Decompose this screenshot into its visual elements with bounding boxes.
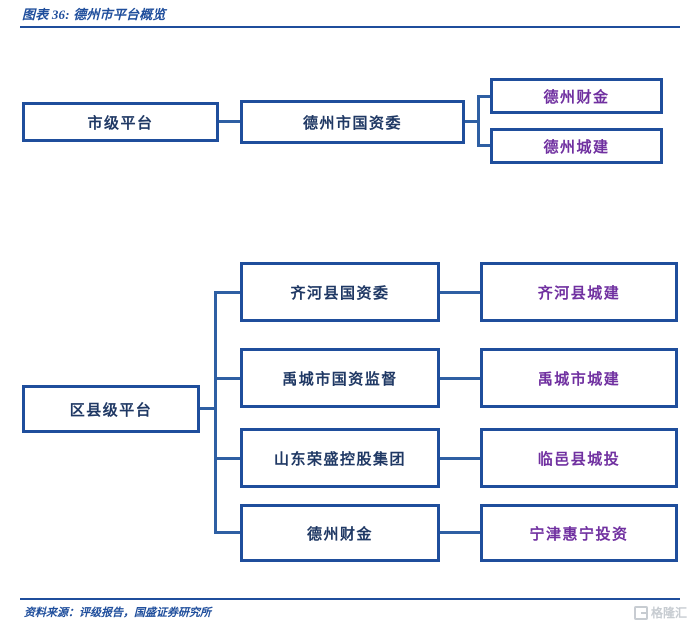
connector-county-link-4	[440, 531, 480, 534]
connector-county-root-stub	[200, 407, 215, 410]
page-title: 图表 36: 德州市平台概览	[22, 7, 166, 22]
node-county-child-4[interactable]: 宁津惠宁投资	[480, 504, 678, 562]
connector-city-parent-stub	[465, 120, 479, 123]
connector-city-root-to-parent	[219, 120, 240, 123]
connector-city-branch-2	[477, 144, 491, 147]
connector-county-link-2	[440, 377, 480, 380]
watermark-text: 格隆汇	[651, 606, 688, 620]
node-county-parent-2[interactable]: 禹城市国资监督	[240, 348, 440, 408]
connector-city-trunk	[477, 95, 480, 147]
node-county-child-1[interactable]: 齐河县城建	[480, 262, 678, 322]
connector-city-branch-1	[477, 95, 491, 98]
source-note: 资料来源：评级报告，国盛证券研究所	[24, 607, 211, 619]
connector-county-branch-1	[214, 291, 240, 294]
node-city-child-1[interactable]: 德州财金	[490, 78, 663, 114]
node-county-parent-1[interactable]: 齐河县国资委	[240, 262, 440, 322]
node-county-parent-3[interactable]: 山东荣盛控股集团	[240, 428, 440, 488]
connector-county-branch-2	[214, 377, 240, 380]
connector-county-branch-3	[214, 457, 240, 460]
title-divider	[20, 26, 680, 28]
node-city-root[interactable]: 市级平台	[22, 102, 219, 142]
node-county-child-2[interactable]: 禹城市城建	[480, 348, 678, 408]
connector-county-link-1	[440, 291, 480, 294]
footer-divider	[20, 598, 680, 600]
node-county-child-3[interactable]: 临邑县城投	[480, 428, 678, 488]
node-county-parent-4[interactable]: 德州财金	[240, 504, 440, 562]
node-county-root[interactable]: 区县级平台	[22, 385, 200, 433]
connector-county-trunk	[214, 291, 217, 533]
connector-county-branch-4	[214, 531, 240, 534]
connector-county-link-3	[440, 457, 480, 460]
watermark-logo: 格隆汇	[634, 604, 687, 621]
node-city-parent[interactable]: 德州市国资委	[240, 100, 465, 144]
watermark-g-icon	[634, 605, 648, 620]
node-city-child-2[interactable]: 德州城建	[490, 128, 663, 164]
